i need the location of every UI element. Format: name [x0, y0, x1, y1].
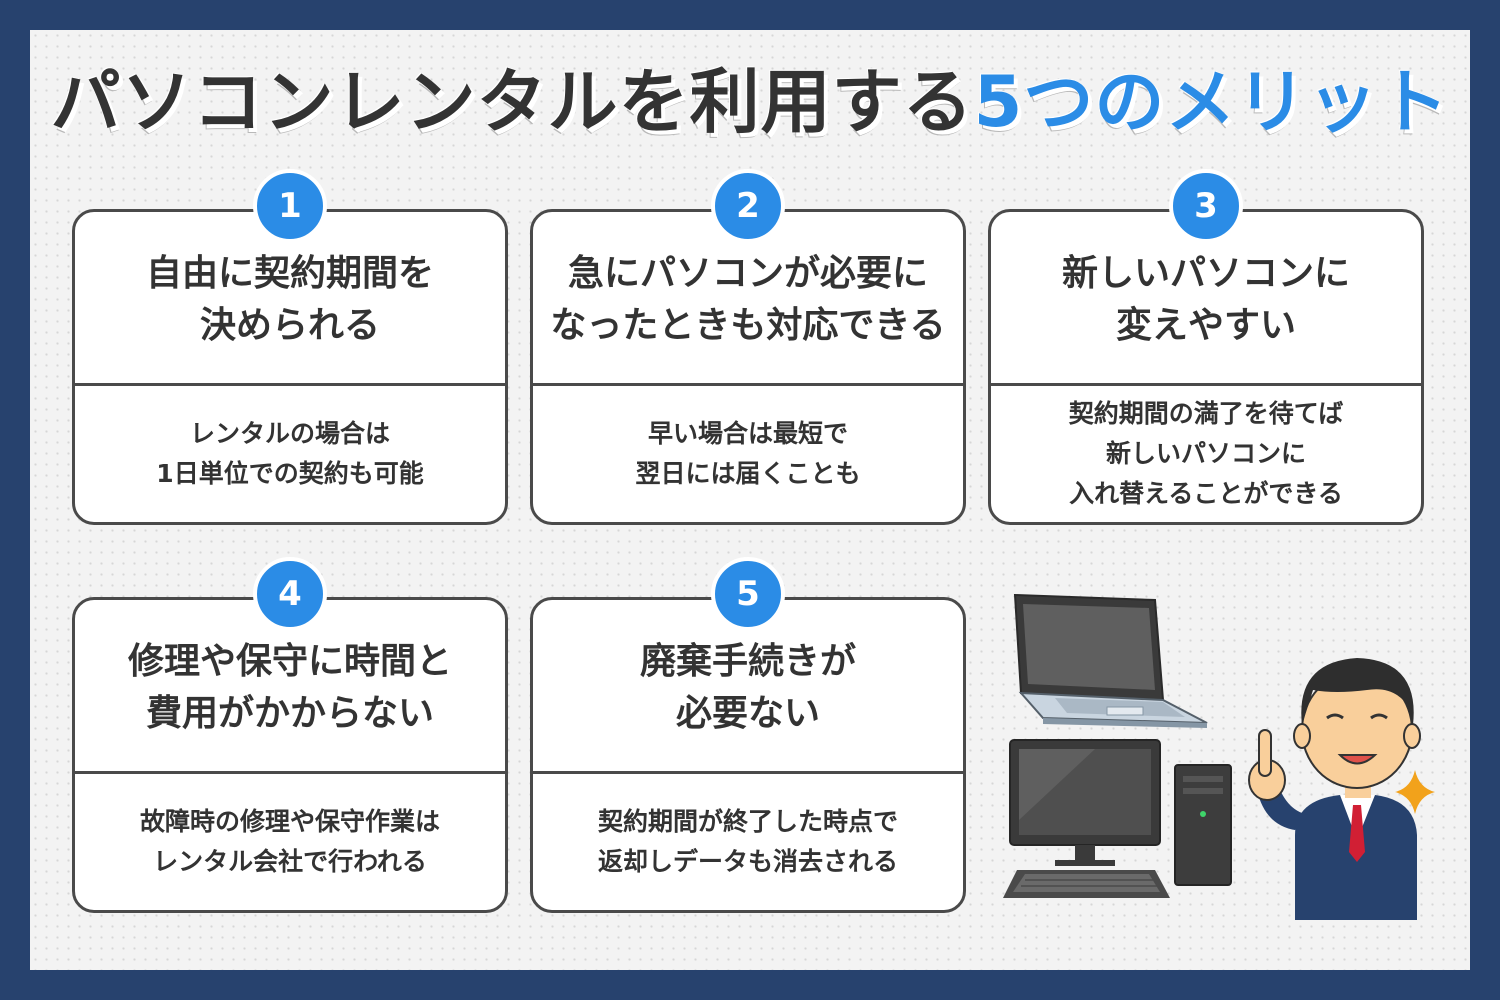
merit-card-heading: 廃棄手続きが 必要ない: [639, 640, 856, 734]
merit-card-heading: 修理や保守に時間と 費用がかからない: [127, 640, 452, 734]
page-title: パソコンレンタルを利用する5つのメリット: [0, 62, 1500, 142]
businessman-pointing-icon: [1248, 658, 1421, 920]
merit-card-2: 急にパソコンが必要に なったときも対応できる 早い場合は最短で 翌日には届くこと…: [530, 209, 966, 525]
merit-card-body-box: 契約期間の満了を待てば 新しいパソコンに 入れ替えることができる: [991, 386, 1421, 522]
merit-card-heading: 急にパソコンが必要に なったときも対応できる: [550, 252, 946, 346]
merit-card-heading-box: 新しいパソコンに 変えやすい: [991, 212, 1421, 386]
merit-number-badge-5: 5: [711, 557, 785, 631]
keyboard-icon: [1003, 870, 1170, 898]
merit-number-badge-2: 2: [711, 169, 785, 243]
merit-card-body: レンタルの場合は 1日単位での契約も可能: [156, 419, 424, 488]
title-main: パソコンレンタルを利用する: [50, 61, 974, 143]
pc-tower-icon: [1174, 764, 1232, 886]
merit-card-body: 早い場合は最短で 翌日には届くことも: [635, 419, 861, 488]
merit-card-heading-box: 自由に契約期間を 決められる: [75, 212, 505, 386]
merit-card-body: 契約期間が終了した時点で 返却しデータも消去される: [597, 807, 898, 876]
merit-card-1: 自由に契約期間を 決められる レンタルの場合は 1日単位での契約も可能: [72, 209, 508, 525]
sparkle-icon: [1395, 770, 1435, 814]
merit-card-heading-box: 修理や保守に時間と 費用がかからない: [75, 600, 505, 774]
merit-card-heading: 新しいパソコンに 変えやすい: [1061, 252, 1350, 346]
merit-card-5: 廃棄手続きが 必要ない 契約期間が終了した時点で 返却しデータも消去される: [530, 597, 966, 913]
laptop-icon: [1013, 593, 1208, 728]
merit-card-4: 修理や保守に時間と 費用がかからない 故障時の修理や保守作業は レンタル会社で行…: [72, 597, 508, 913]
merit-number-badge-3: 3: [1169, 169, 1243, 243]
merit-card-heading-box: 急にパソコンが必要に なったときも対応できる: [533, 212, 963, 386]
merit-card-body-box: 早い場合は最短で 翌日には届くことも: [533, 386, 963, 522]
merit-number-badge-1: 1: [253, 169, 327, 243]
merit-card-3: 新しいパソコンに 変えやすい 契約期間の満了を待てば 新しいパソコンに 入れ替え…: [988, 209, 1424, 525]
merit-card-body: 故障時の修理や保守作業は レンタル会社で行われる: [139, 807, 440, 876]
desktop-monitor-icon: [1009, 739, 1161, 866]
merit-number-badge-4: 4: [253, 557, 327, 631]
merit-card-body: 契約期間の満了を待てば 新しいパソコンに 入れ替えることができる: [1068, 399, 1344, 508]
pc-rental-illustration: [1003, 593, 1435, 920]
merit-card-heading: 自由に契約期間を 決められる: [145, 252, 434, 346]
title-accent: 5つのメリット: [973, 61, 1450, 143]
merit-card-heading-box: 廃棄手続きが 必要ない: [533, 600, 963, 774]
merit-card-body-box: 契約期間が終了した時点で 返却しデータも消去される: [533, 774, 963, 910]
merit-card-body-box: 故障時の修理や保守作業は レンタル会社で行われる: [75, 774, 505, 910]
merit-card-body-box: レンタルの場合は 1日単位での契約も可能: [75, 386, 505, 522]
